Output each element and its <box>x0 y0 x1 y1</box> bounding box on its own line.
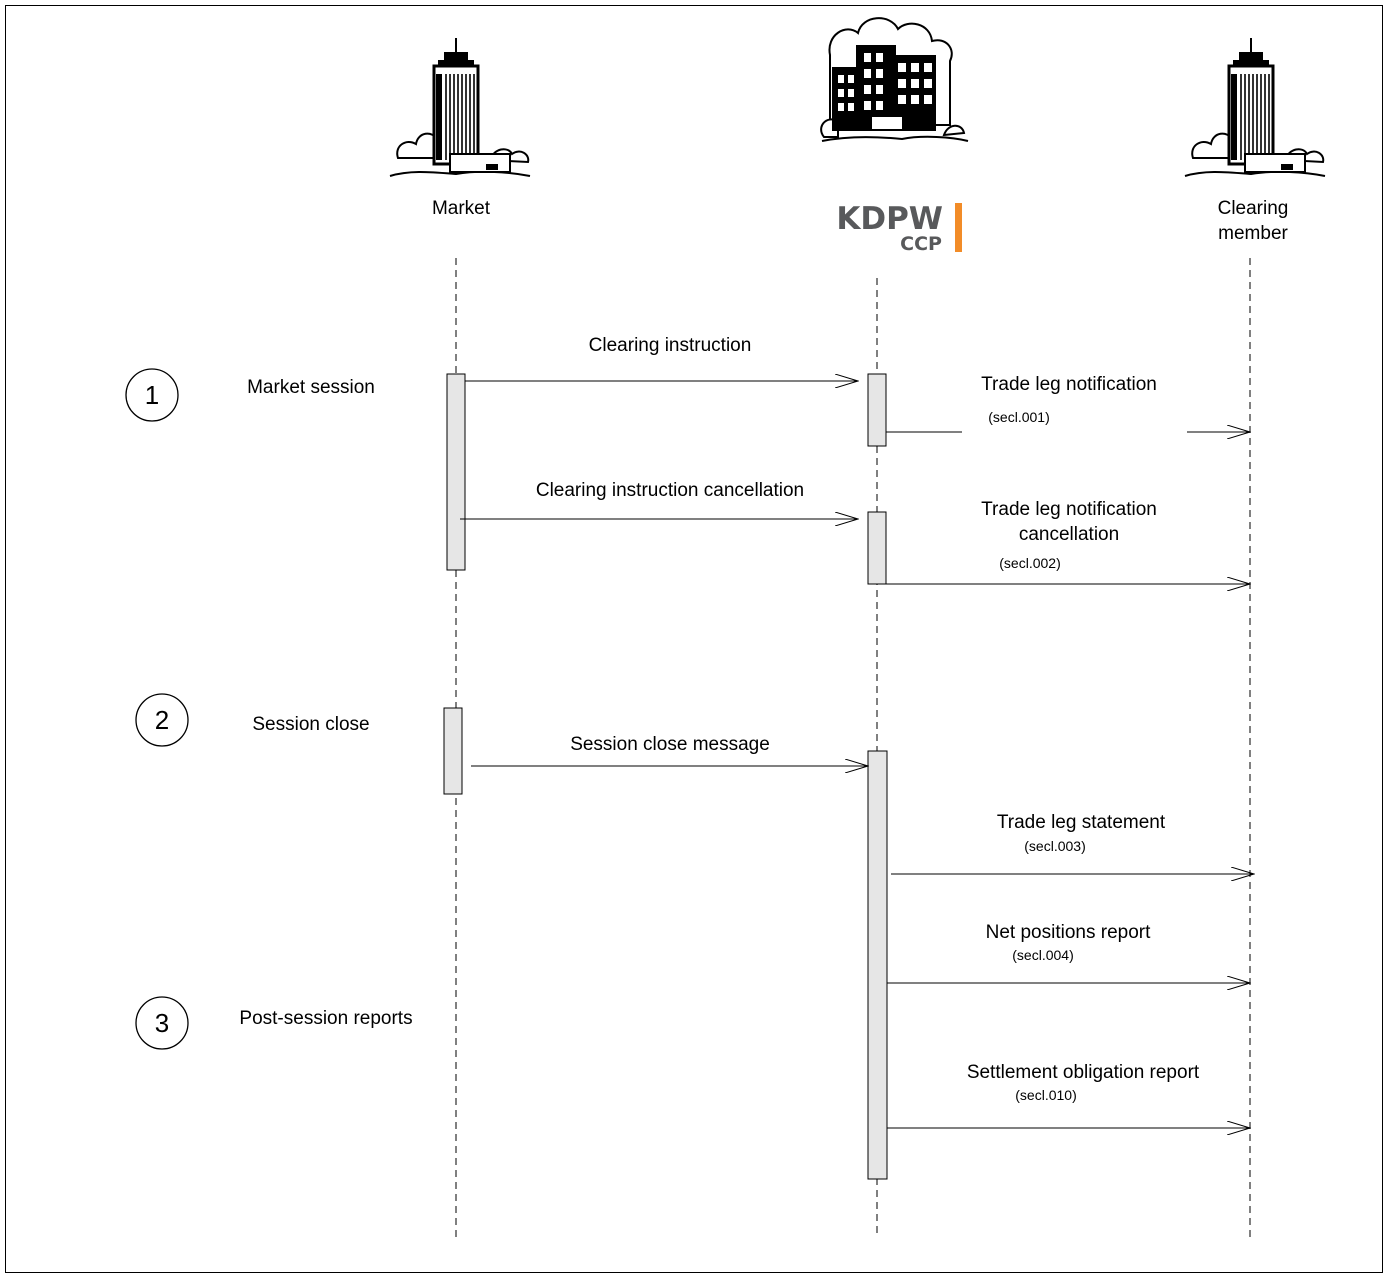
msg-session-close-label: Session close message <box>570 734 770 755</box>
phase-1-label: Market session <box>247 377 375 398</box>
msg-secl001-code: (secl.001) <box>988 409 1049 425</box>
logo-orange-bar <box>955 203 962 252</box>
msg-net-positions-report-label: Net positions report <box>986 922 1151 943</box>
msg-clearing-instruction-label: Clearing instruction <box>589 335 752 356</box>
participant-clearing-member-label-line1: Clearing <box>1218 198 1289 219</box>
activation-market-session-close <box>443 707 463 795</box>
diagram-frame <box>5 5 1383 1273</box>
phase-2-label: Session close <box>252 714 369 735</box>
phase-1-number: 1 <box>145 380 159 410</box>
kdpw-ccp-logo: KDPW CCP <box>836 201 962 255</box>
kdpw-building-icon <box>820 17 969 142</box>
logo-ccp-text: CCP <box>900 233 942 255</box>
activation-ccp-cancellation <box>867 511 887 585</box>
participant-market-label: Market <box>432 198 491 219</box>
msg-secl004-code: (secl.004) <box>1012 947 1073 963</box>
logo-kdpw-text: KDPW <box>836 201 943 237</box>
participant-clearing-member-label-line2: member <box>1218 223 1288 244</box>
msg-tln-cancellation-label-line1: Trade leg notification <box>981 499 1157 520</box>
activation-market-session <box>446 373 466 571</box>
msg-trade-leg-notification-label: Trade leg notification <box>981 374 1157 395</box>
msg-tln-cancellation-label-line2: cancellation <box>1019 524 1119 545</box>
phase-2-number: 2 <box>155 705 169 735</box>
msg-secl010-code: (secl.010) <box>1015 1087 1076 1103</box>
market-building-icon <box>389 38 531 177</box>
msg-secl003-code: (secl.003) <box>1024 838 1085 854</box>
activation-ccp-instruction <box>867 373 887 447</box>
msg-settlement-obligation-report-label: Settlement obligation report <box>967 1062 1200 1083</box>
phase-3-number: 3 <box>155 1008 169 1038</box>
msg-clearing-instruction-cancellation-label: Clearing instruction cancellation <box>536 480 804 501</box>
phase-2-circle <box>135 693 189 747</box>
msg-trade-leg-statement-label: Trade leg statement <box>997 812 1166 833</box>
phase-3-label: Post-session reports <box>239 1008 412 1029</box>
activation-ccp-reports <box>867 750 888 1180</box>
clearing-member-building-icon <box>1184 38 1326 177</box>
phase-1-circle <box>125 368 179 422</box>
msg-secl002-code: (secl.002) <box>999 555 1060 571</box>
phase-3-circle <box>135 996 189 1050</box>
